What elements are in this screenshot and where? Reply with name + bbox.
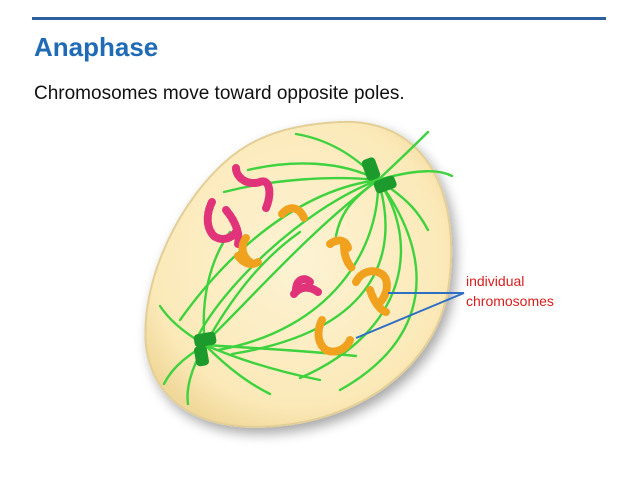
slide-title: Anaphase (34, 32, 159, 62)
chromosome-icon (203, 164, 322, 298)
callout-label-line1: individual (466, 273, 525, 289)
title-rule (32, 17, 606, 20)
cell-body-icon (144, 120, 453, 428)
callout-label: individual chromosomes (466, 271, 606, 311)
callout-leader (355, 292, 465, 339)
callout-label-line2: chromosomes (466, 293, 554, 309)
centriole-icon (193, 331, 217, 367)
chromosome-icon (234, 204, 391, 356)
centriole-icon (361, 157, 397, 194)
slide-subtitle: Chromosomes move toward opposite poles. (34, 83, 405, 104)
